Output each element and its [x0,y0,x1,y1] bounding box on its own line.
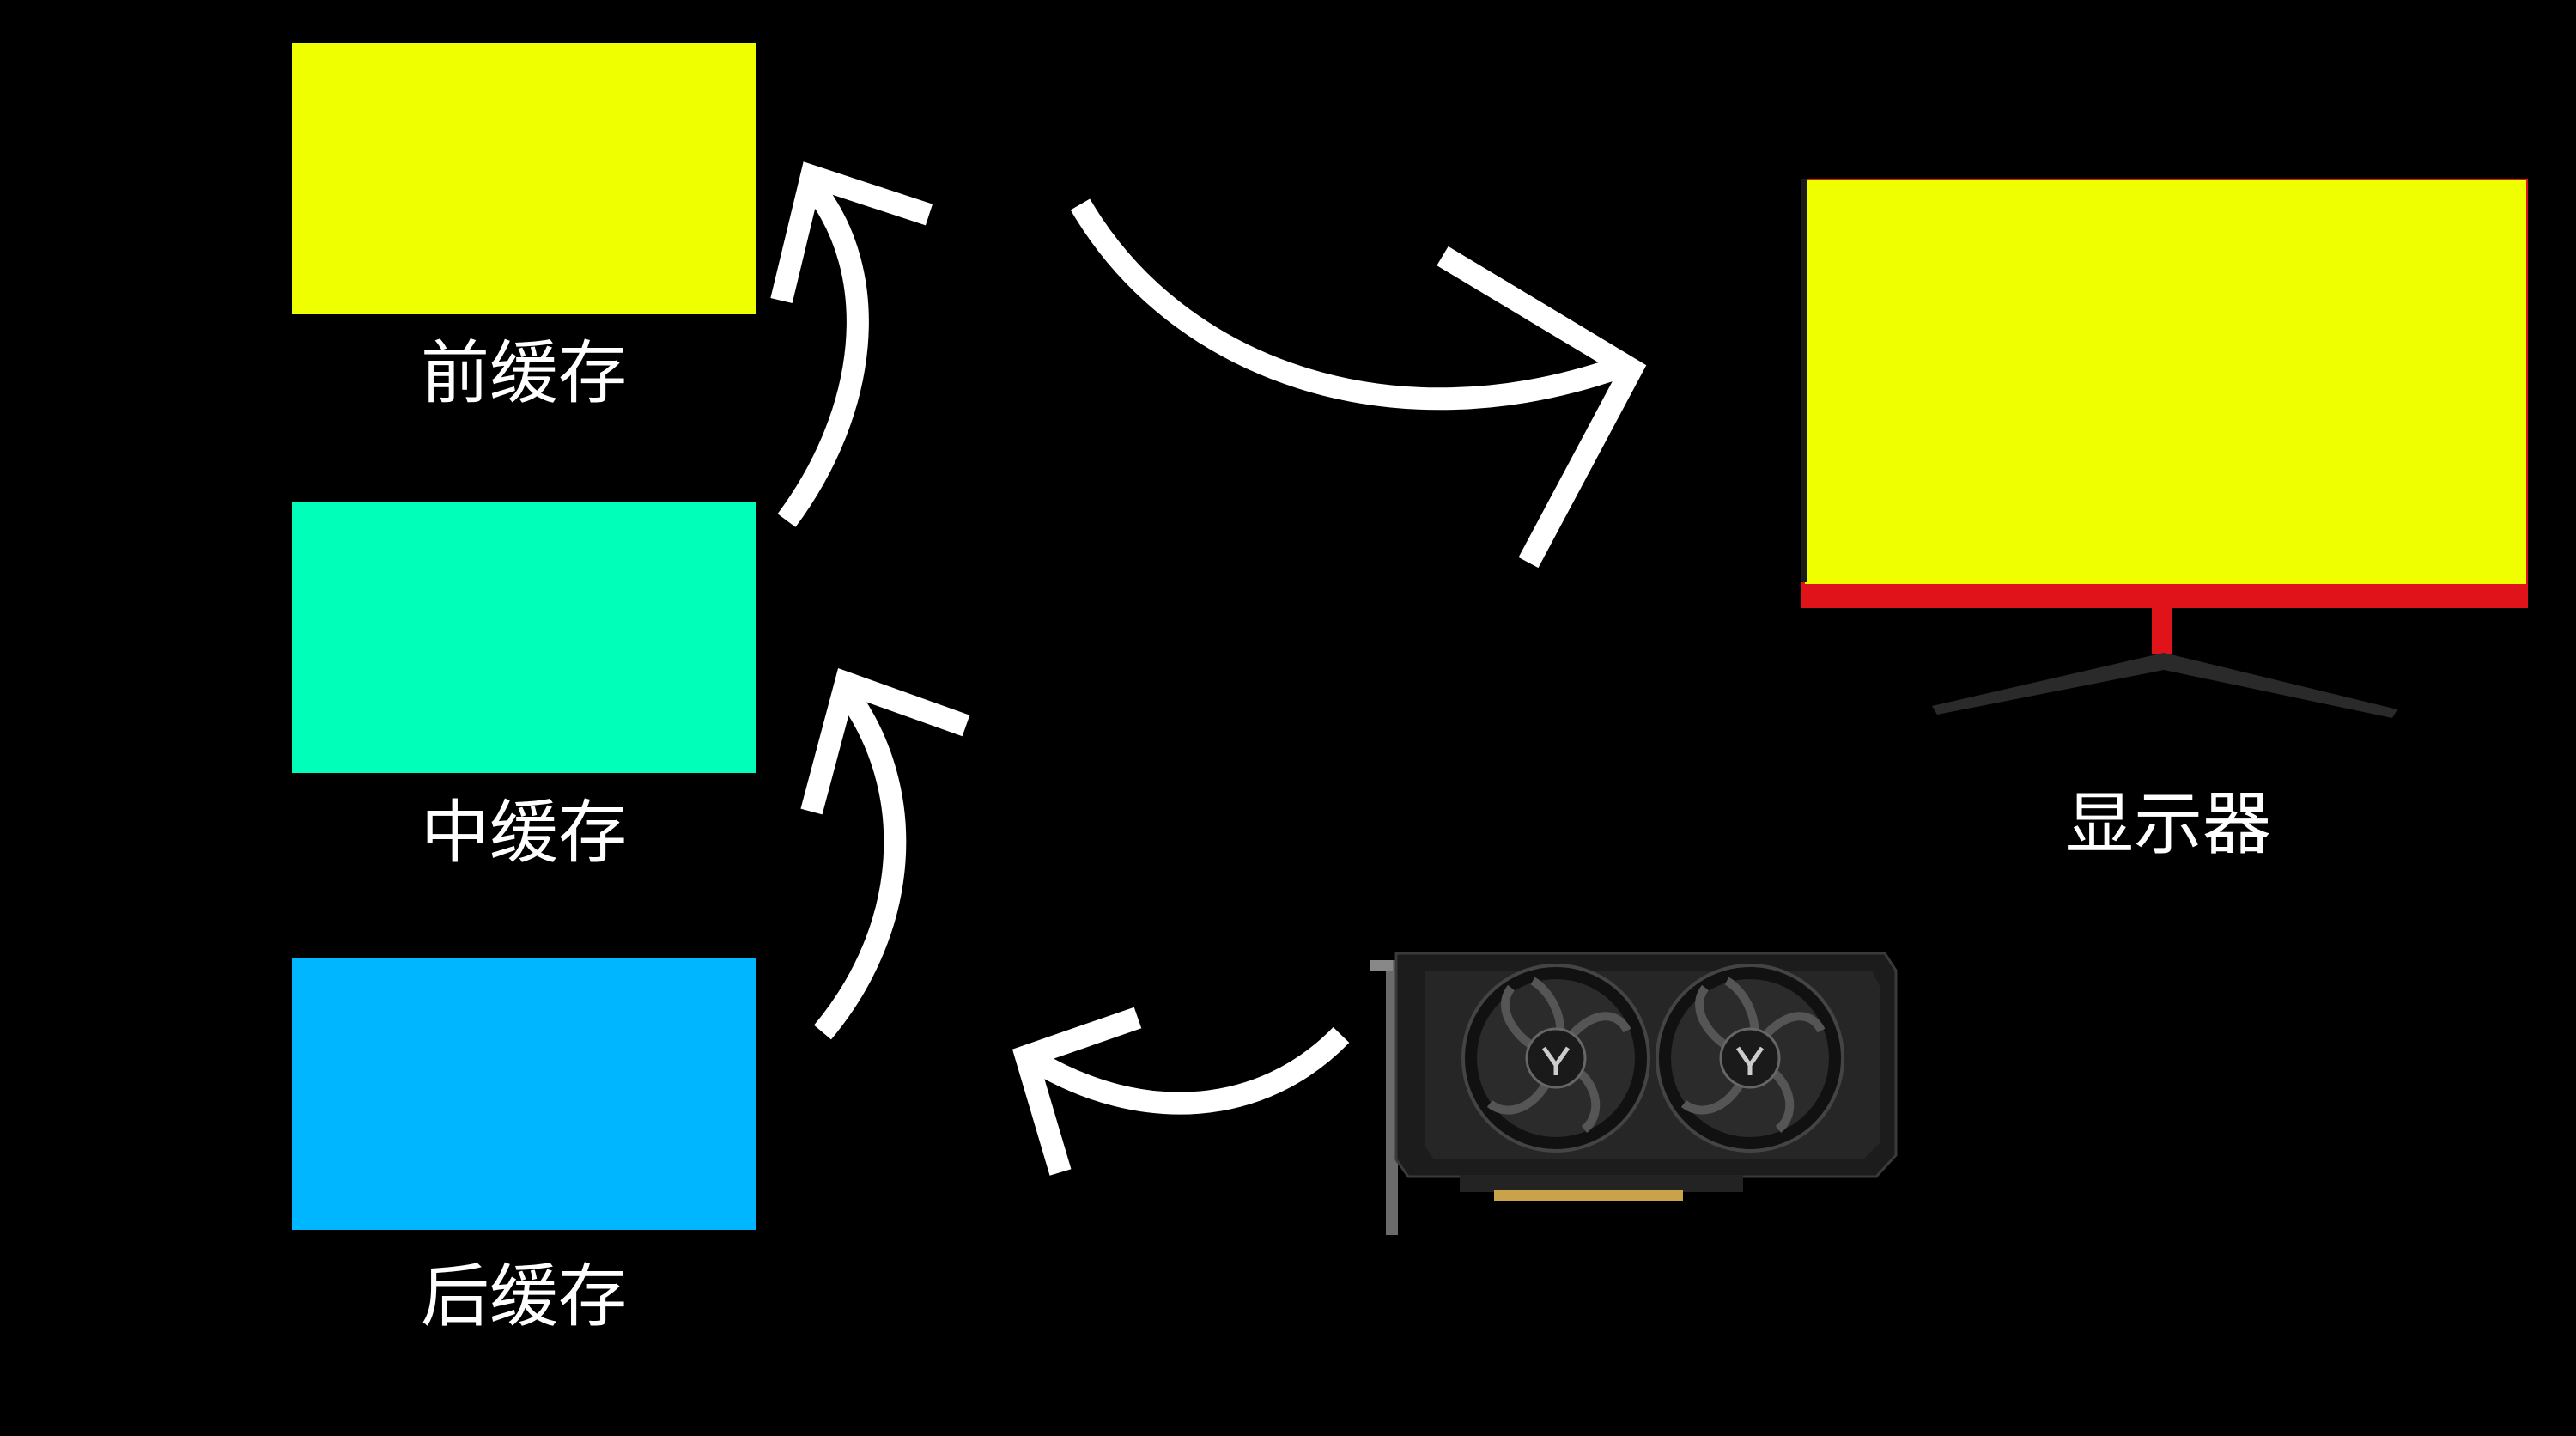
gpu-pcb [1460,1175,1743,1192]
monitor-edge [1801,179,1807,582]
front-buffer [292,43,756,314]
arrowhead-back-to-middle [800,668,970,815]
monitor-label: 显示器 [2065,784,2271,864]
arrowhead-front-to-monitor [1437,246,1647,569]
monitor-icon [1801,179,2528,718]
gpu-pcie-connector [1494,1190,1683,1201]
gpu-fan-right [1656,964,1844,1153]
arrow-back-to-middle [814,685,907,1040]
middle-buffer [292,502,756,773]
middle-buffer-label: 中缓存 [421,793,627,873]
graphics-card-icon [1370,952,1898,1235]
arrow-front-to-monitor [1070,198,1623,411]
monitor-screen [1805,180,2526,584]
monitor-stand [1932,653,2397,718]
gpu-fan-left [1461,964,1650,1153]
monitor-neck [2152,606,2172,654]
front-buffer-label: 前缓存 [421,333,627,413]
back-buffer [292,958,756,1230]
back-buffer-label: 后缓存 [421,1256,627,1336]
arrowhead-gpu-to-back [1012,1007,1142,1176]
arrowhead-middle-to-front [770,161,933,304]
arrow-gpu-to-back [1029,1026,1350,1115]
arrow-middle-to-front [777,177,869,527]
arrows [770,161,1647,1176]
